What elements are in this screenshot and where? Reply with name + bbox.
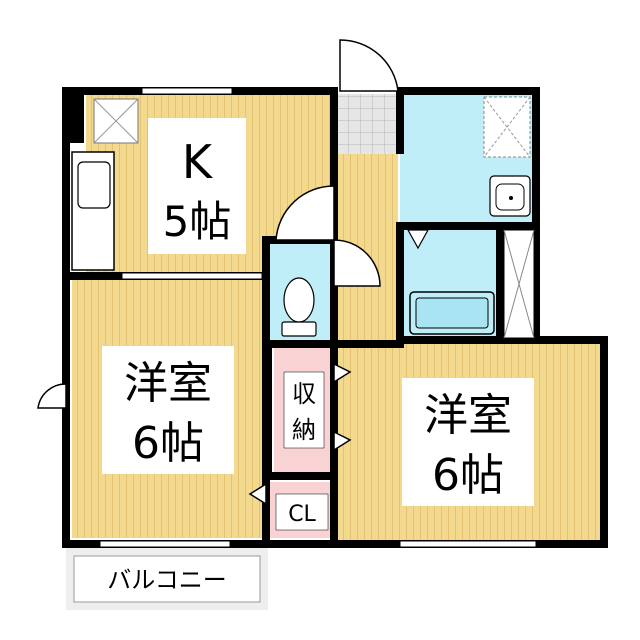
entrance-door [339,39,399,92]
storage-border [268,344,336,478]
right-room-label-box [402,378,534,506]
storage-doors [248,362,352,506]
kitchen-label-size: 5帖 [163,197,232,246]
left-room-label-name: 洋室 [124,358,212,409]
closet-label: CL [288,502,316,527]
drain-dot [509,196,513,200]
toilet-door [333,239,381,287]
toilet-tank [281,321,317,337]
windows [99,87,537,548]
left-wall-block [62,91,84,143]
right-room-label-name: 洋室 [424,390,512,441]
left-room-label-size: 6帖 [132,418,204,469]
fridge-cross [93,98,139,144]
entrance-floor [334,94,400,154]
storage-label-line1: 収 [292,380,316,408]
storage-label-line2: 納 [292,416,316,444]
balcony-label: バルコニー [107,566,227,594]
closet-label-box [275,493,329,531]
balcony-inner [73,555,261,603]
bathtub-inner [415,297,489,329]
toilet-bowl [283,277,315,323]
linen-cross [503,229,535,339]
left-room-label-box [102,346,234,474]
washer-cross [483,96,531,158]
kitchen-door [275,185,335,241]
bath-door [406,229,430,250]
kitchen-label-name: K [182,135,214,189]
kitchen-label-box [148,118,246,254]
storage-label-box [283,371,325,449]
sink [77,161,111,209]
left-exterior-door [37,383,67,409]
right-room-label-size: 6帖 [432,450,504,501]
